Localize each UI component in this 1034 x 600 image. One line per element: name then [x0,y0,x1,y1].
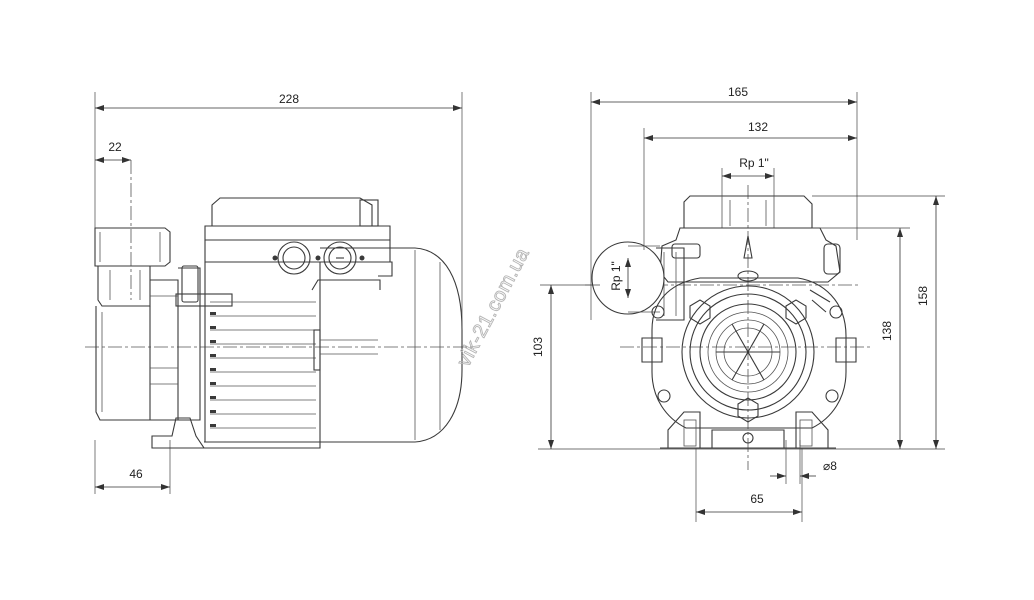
dim-foot-length-label: 46 [129,467,143,481]
dim-foot-spacing-label: 65 [750,492,764,506]
dim-axis-height-label: 103 [531,337,545,357]
front-outlet-block [659,195,841,283]
side-outlet-port [94,227,171,307]
side-foot [151,417,321,449]
front-pump-housing [641,277,857,429]
dim-outlet-thread-label: Rp 1" [739,156,769,170]
dim-hole-diameter-label: ⌀8 [823,459,837,473]
watermark-text: vik-21.com.ua [453,244,534,370]
dim-overall-length-label: 228 [279,92,299,106]
side-motor-body [204,247,463,443]
dim-overall-width-label: 165 [728,85,748,99]
dim-port-offset-label: 22 [108,140,122,154]
side-pump-housing [95,265,233,421]
dim-outlet-height-label: 138 [880,321,894,341]
front-feet [660,411,836,449]
dim-inlet-thread-label: Rp 1" [609,261,623,291]
dim-overall-height-label: 158 [916,286,930,306]
side-view: 228 22 46 [85,92,475,494]
front-view: 165 132 Rp 1" Rp 1" 103 138 158 ⌀8 65 [531,85,945,522]
front-dimensions [538,92,945,522]
side-dimensions [94,92,463,494]
dim-body-width-label: 132 [748,120,768,134]
front-inlet-detail-circle [591,241,665,315]
side-terminal-box [204,197,393,277]
